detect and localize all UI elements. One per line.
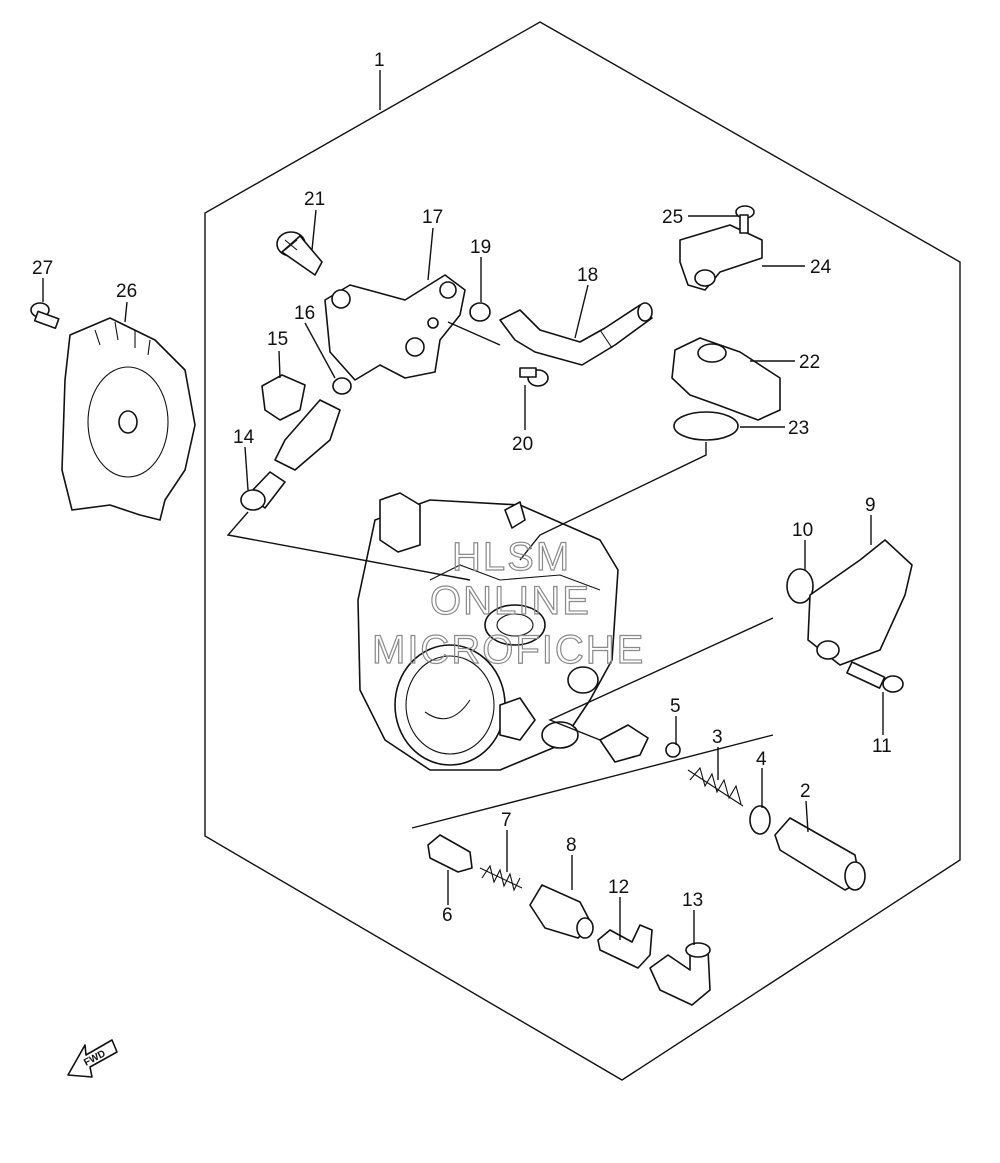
spring-3 bbox=[687, 766, 744, 807]
leader-lines bbox=[42, 70, 884, 945]
callout-9: 9 bbox=[865, 495, 876, 516]
callout-14: 14 bbox=[233, 427, 255, 448]
o-ring-19 bbox=[469, 302, 491, 322]
callout-4: 4 bbox=[756, 749, 767, 770]
o-ring-16 bbox=[332, 377, 352, 395]
screw-25 bbox=[735, 205, 755, 234]
callout-16: 16 bbox=[294, 303, 315, 324]
watermark-line-1: HLSM bbox=[452, 535, 571, 579]
callout-18: 18 bbox=[577, 265, 598, 286]
callout-23: 23 bbox=[788, 418, 809, 439]
spring-7 bbox=[479, 864, 523, 892]
sensor-22 bbox=[671, 337, 781, 421]
callout-2: 2 bbox=[800, 781, 811, 802]
callout-19: 19 bbox=[470, 237, 491, 258]
connector-lines bbox=[226, 321, 774, 829]
callout-12: 12 bbox=[608, 877, 629, 898]
fitting-8 bbox=[529, 884, 594, 939]
plate-24 bbox=[679, 224, 763, 291]
o-ring-4 bbox=[749, 805, 771, 835]
callout-21: 21 bbox=[304, 189, 325, 210]
callout-20: 20 bbox=[512, 434, 533, 455]
part-21 bbox=[276, 231, 323, 276]
screw-2 bbox=[774, 817, 866, 891]
bracket-5-area bbox=[599, 724, 681, 763]
side-cover-26 bbox=[61, 317, 196, 521]
callout-17: 17 bbox=[422, 207, 443, 228]
o-ring-23 bbox=[673, 411, 739, 441]
callout-24: 24 bbox=[810, 257, 832, 278]
callout-11: 11 bbox=[872, 736, 892, 757]
callout-22: 22 bbox=[799, 352, 820, 373]
callout-13: 13 bbox=[682, 890, 703, 911]
callout-10: 10 bbox=[792, 520, 813, 541]
screw-27 bbox=[30, 302, 60, 330]
callout-1: 1 bbox=[374, 50, 385, 71]
callout-6: 6 bbox=[442, 905, 453, 926]
seal-14 bbox=[240, 489, 266, 511]
sensor-9 bbox=[807, 539, 913, 666]
callout-25: 25 bbox=[662, 207, 683, 228]
watermark: HLSM ONLINE MICROFICHE bbox=[371, 534, 645, 672]
bracket-17 bbox=[324, 274, 466, 381]
screw-20 bbox=[519, 367, 549, 387]
hose-12 bbox=[597, 924, 653, 969]
callout-26: 26 bbox=[116, 281, 137, 302]
injector-15 bbox=[247, 374, 341, 509]
callout-5: 5 bbox=[670, 696, 681, 717]
elbow-13 bbox=[649, 942, 711, 1006]
plunger-6 bbox=[427, 834, 473, 873]
watermark-line-3: MICROFICHE bbox=[372, 628, 645, 672]
callout-numbers: 1 2 3 4 5 6 7 8 9 10 11 12 13 14 15 16 1… bbox=[32, 50, 892, 926]
assembly-outline bbox=[204, 21, 961, 1081]
callout-8: 8 bbox=[566, 835, 577, 856]
watermark-line-2: ONLINE bbox=[430, 579, 591, 623]
callout-3: 3 bbox=[712, 727, 723, 748]
throttle-body bbox=[357, 492, 619, 771]
callout-15: 15 bbox=[267, 329, 288, 350]
screw-11 bbox=[846, 661, 904, 693]
callout-7: 7 bbox=[501, 810, 512, 831]
fwd-arrow-icon: FWD bbox=[67, 1039, 118, 1078]
hose-18 bbox=[499, 302, 653, 366]
callout-27: 27 bbox=[32, 258, 53, 279]
o-ring-10 bbox=[786, 568, 814, 604]
